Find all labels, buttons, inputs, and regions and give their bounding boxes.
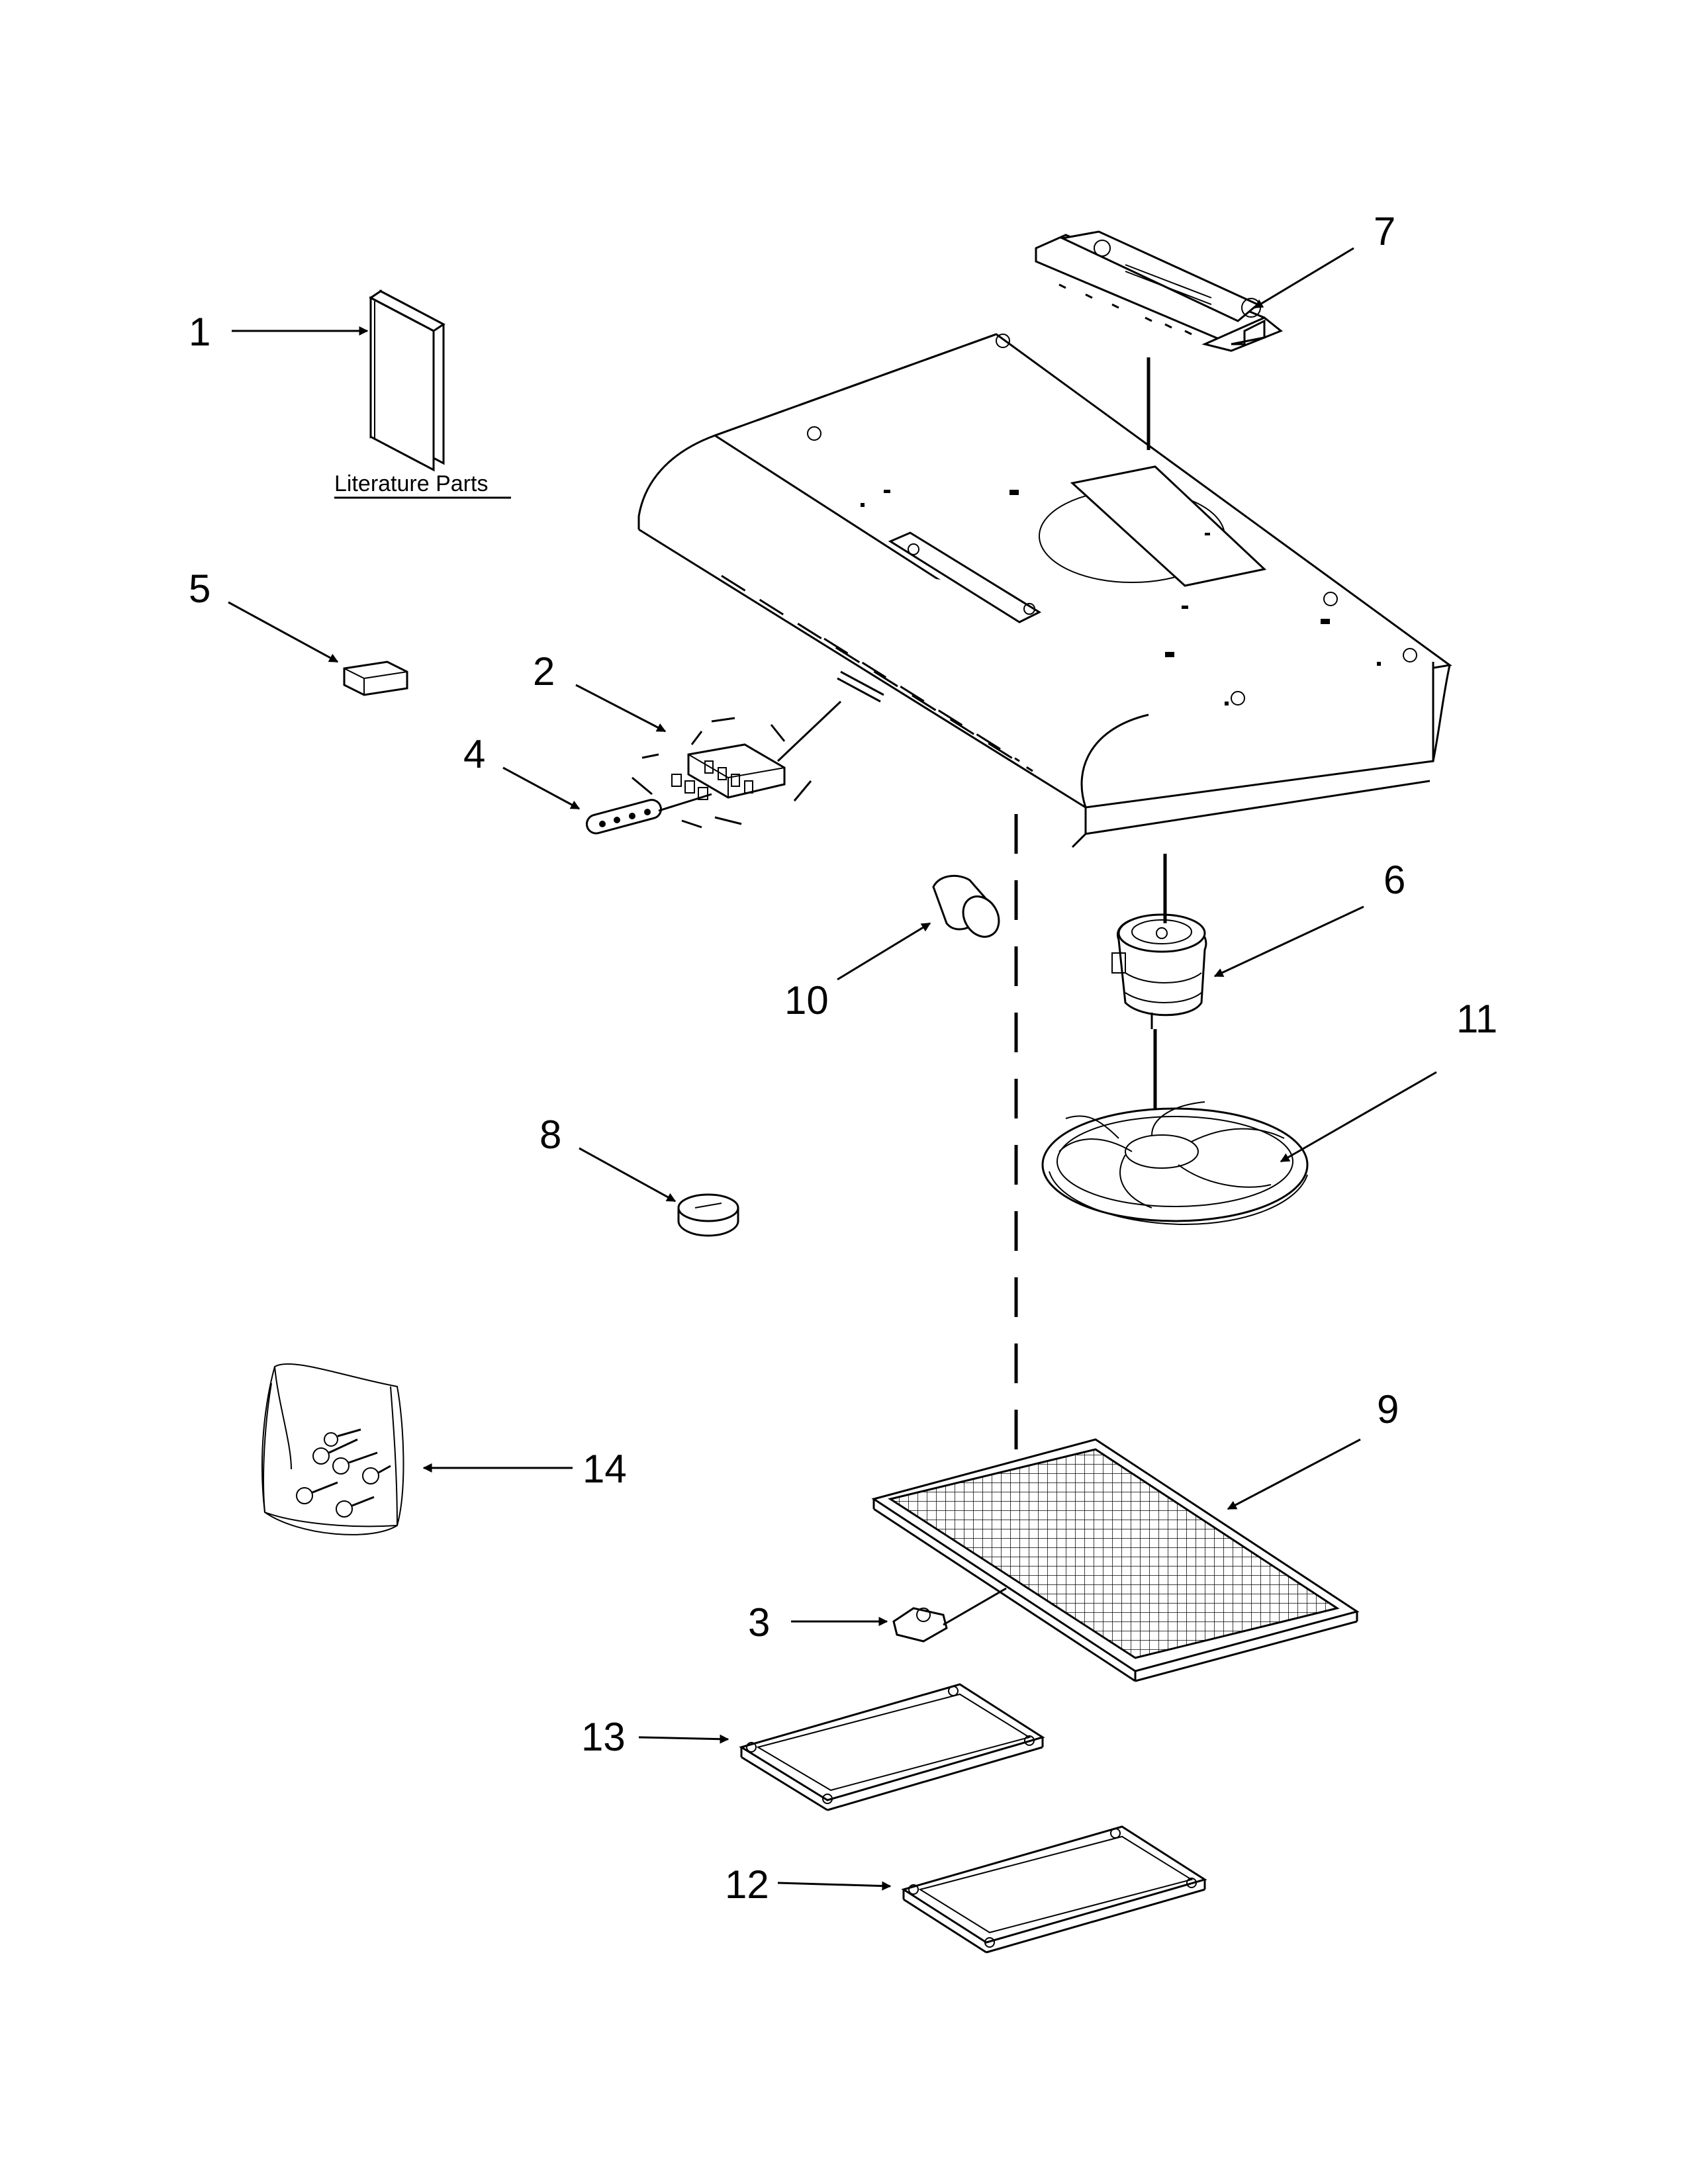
callout-7: 7	[1374, 209, 1395, 253]
arrow-5	[228, 601, 339, 663]
arrow-11	[1280, 1071, 1437, 1163]
switch-assembly	[632, 700, 842, 829]
callout-13: 13	[581, 1715, 626, 1759]
arrow-2	[575, 684, 667, 733]
callout-14: 14	[583, 1447, 627, 1491]
fan-blower-wheel	[1041, 1101, 1309, 1226]
callout-11: 11	[1456, 997, 1497, 1041]
part-8-knob	[677, 1193, 739, 1237]
callout-10: 10	[784, 978, 829, 1023]
range-hood-body	[637, 333, 1452, 848]
callout-1: 1	[189, 310, 211, 354]
arrow-10	[837, 922, 931, 981]
literature-parts-label: Literature Parts	[334, 471, 488, 496]
callout-9: 9	[1377, 1387, 1399, 1432]
filter-tray-13	[739, 1683, 1045, 1811]
callout-5: 5	[189, 567, 211, 611]
arrow-12	[777, 1881, 892, 1891]
callout-12: 12	[725, 1862, 769, 1907]
arrow-13	[638, 1734, 729, 1744]
push-button-strip	[585, 793, 712, 835]
blower-motor	[1111, 913, 1207, 1029]
part-5-block	[343, 660, 408, 696]
literature-booklet	[369, 289, 445, 472]
callout-8: 8	[539, 1113, 561, 1157]
callout-6: 6	[1383, 858, 1405, 902]
arrow-9	[1227, 1438, 1361, 1510]
light-housing	[1035, 230, 1283, 352]
filter-tray-12	[901, 1825, 1207, 1954]
grease-filter	[871, 1438, 1360, 1682]
arrow-6	[1213, 905, 1364, 978]
callout-4: 4	[463, 732, 485, 776]
arrow-7	[1253, 247, 1354, 309]
callout-3: 3	[748, 1600, 770, 1645]
part-10-cylinder	[932, 874, 1000, 938]
callout-2: 2	[533, 649, 555, 694]
arrow-4	[502, 766, 581, 810]
arrow-8	[579, 1147, 677, 1203]
hardware-bag	[261, 1363, 404, 1535]
filter-latch	[892, 1587, 1007, 1643]
